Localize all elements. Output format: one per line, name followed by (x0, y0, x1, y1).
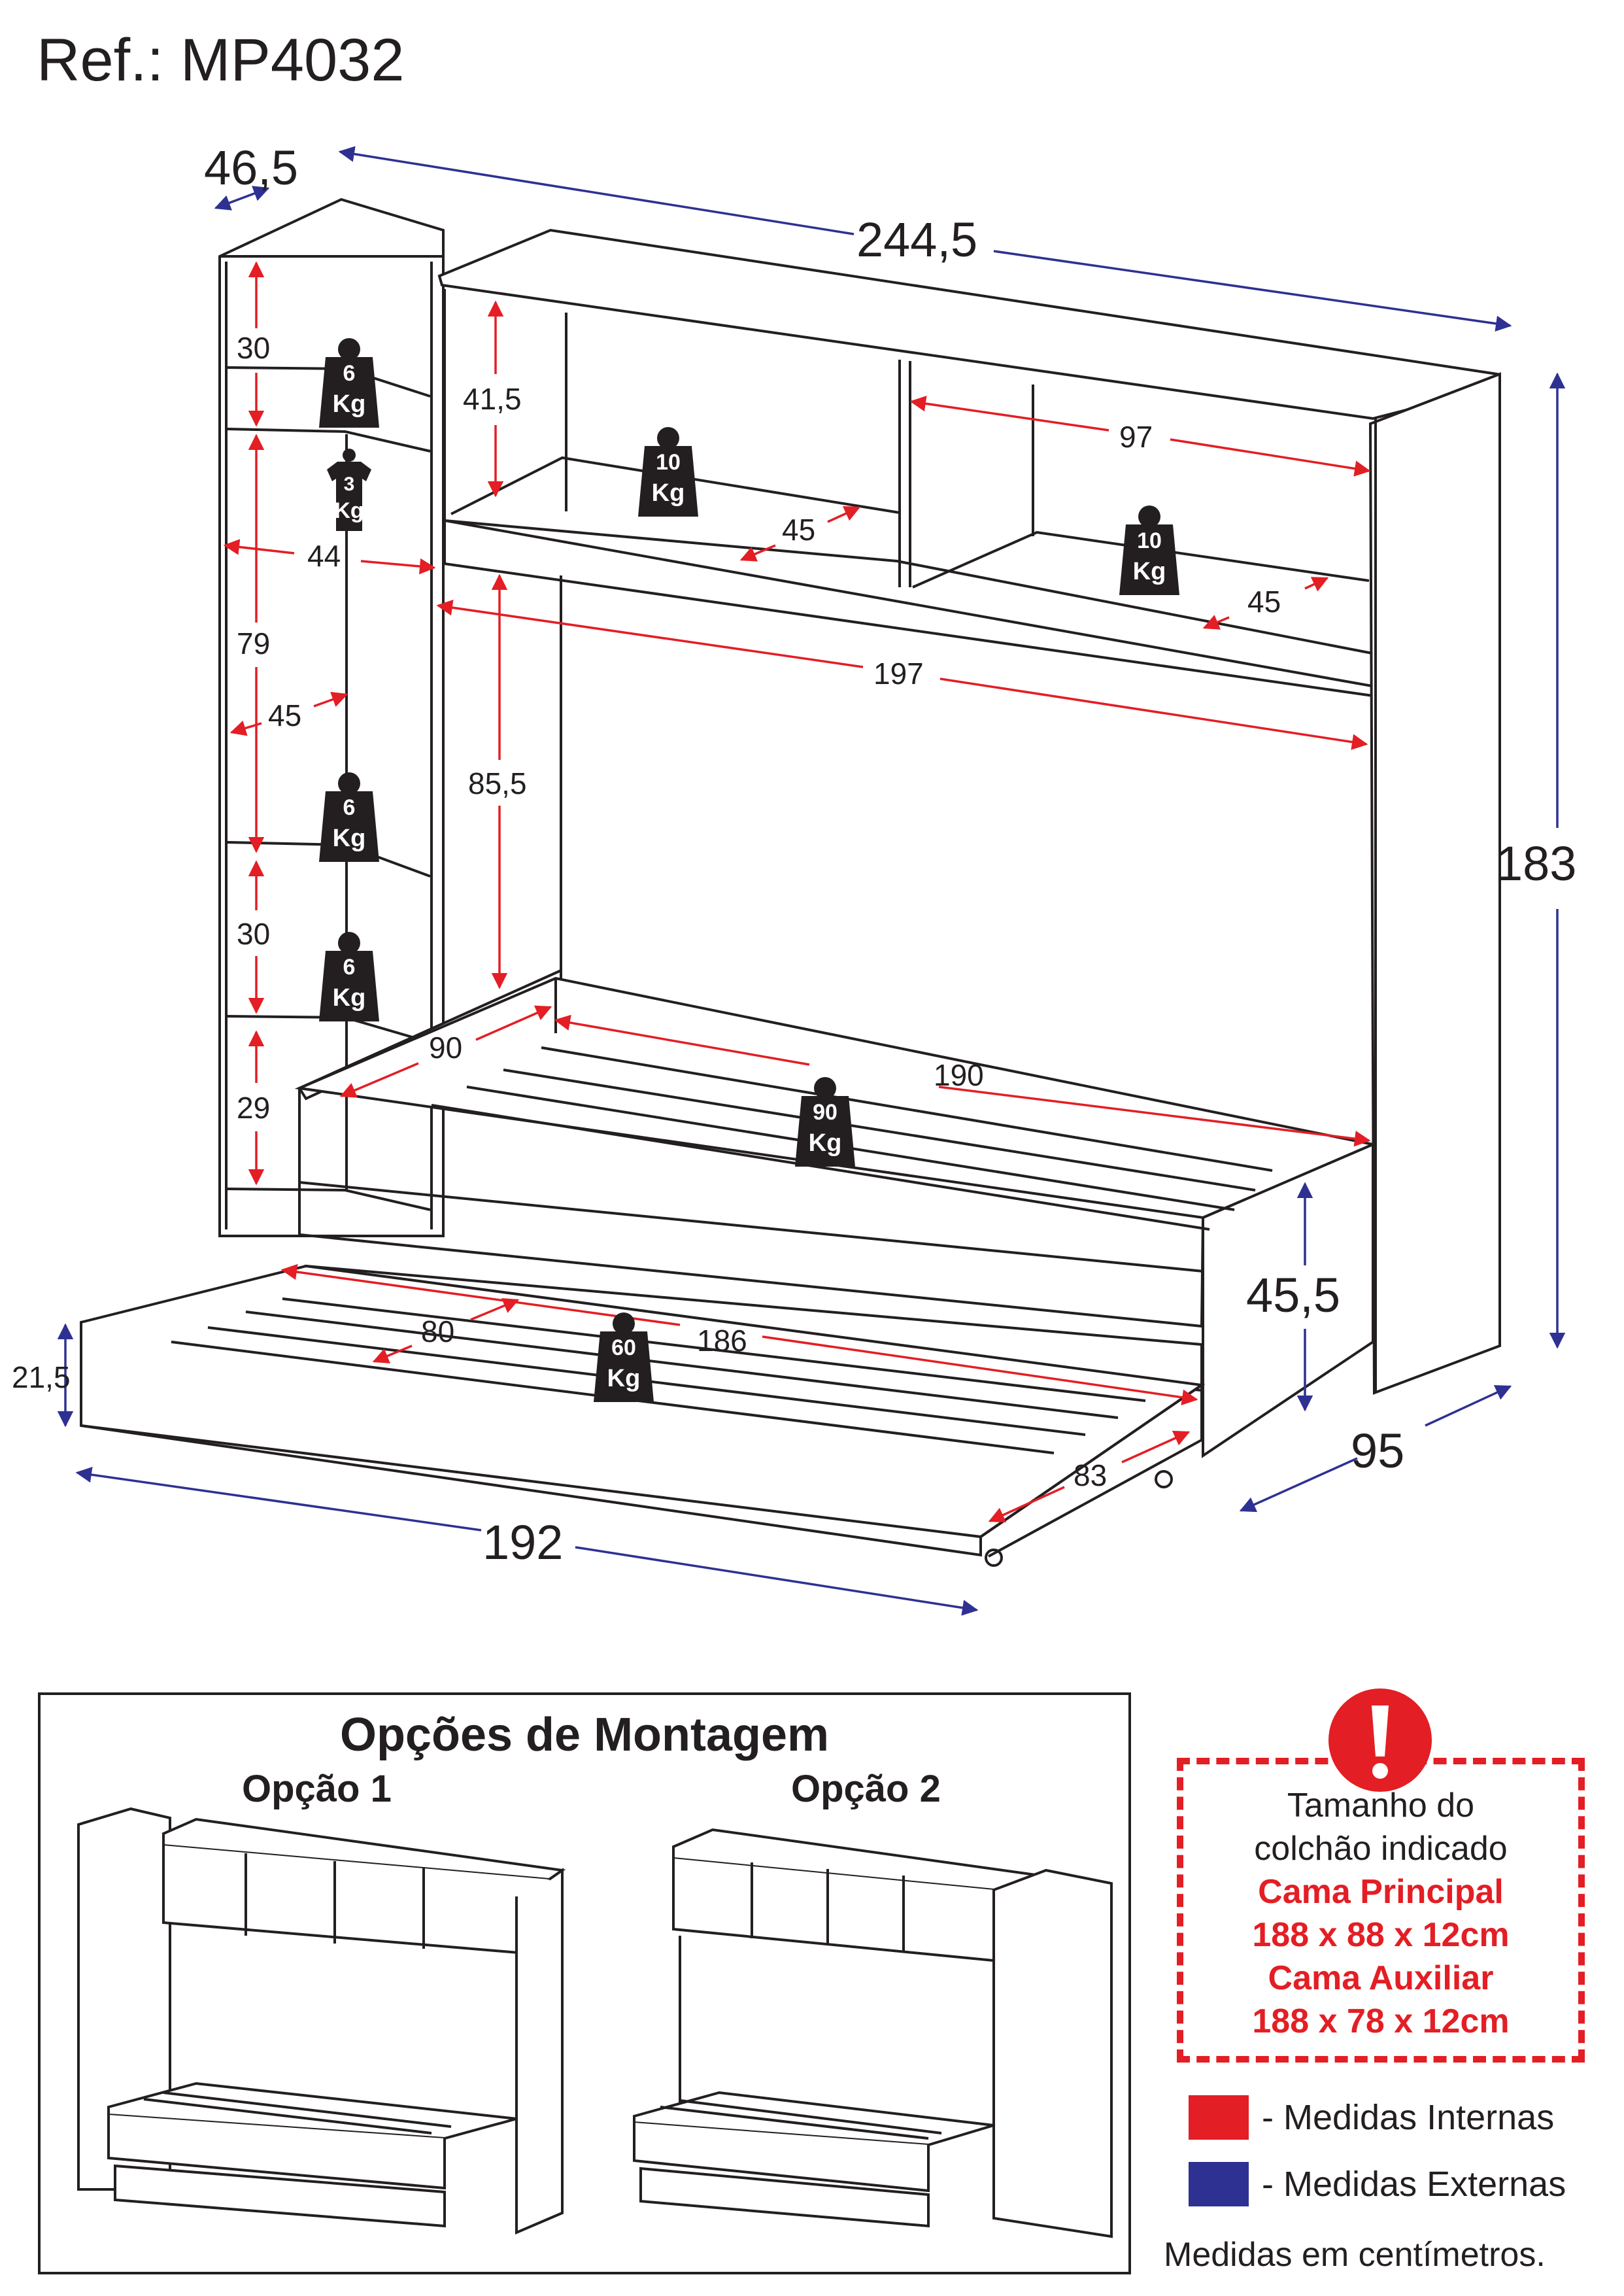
legend-external: - Medidas Externas (1189, 2162, 1566, 2206)
weight-value: 6 (343, 955, 356, 980)
hanger-weight-icon (327, 462, 371, 531)
weight-value: 3 (344, 473, 355, 495)
weight-unit: Kg (334, 498, 364, 523)
internal-color-swatch (1189, 2095, 1249, 2140)
aux-bed-label: Cama Auxiliar (1268, 1959, 1494, 1997)
bed-clear-height-label: 85,5 (468, 766, 527, 800)
top-niche-depth-2-label: 45 (1247, 585, 1281, 619)
depth-total-label: 95 (1351, 1424, 1404, 1478)
option-2-label: Opção 2 (791, 1768, 941, 1810)
bed-clear-width-label: 197 (873, 657, 924, 691)
external-color-swatch (1189, 2162, 1249, 2206)
main-bed-size: 188 x 88 x 12cm (1252, 1916, 1510, 1954)
trundle-height-label: 21,5 (12, 1360, 71, 1394)
main-furniture-outline (80, 197, 1501, 1567)
weight-unit: Kg (652, 479, 685, 507)
main-bed-label: Cama Principal (1258, 1873, 1504, 1911)
legend-internal: - Medidas Internas (1189, 2095, 1554, 2140)
notice-line-1: Tamanho do (1287, 1787, 1475, 1825)
weight-unit: Kg (809, 1129, 842, 1157)
external-dimension-lines (57, 146, 1566, 1616)
left-width-label: 44 (307, 539, 341, 573)
depth-top-label: 46,5 (204, 141, 298, 195)
bed-height-label: 45,5 (1246, 1268, 1340, 1322)
legend-external-label: - Medidas Externas (1262, 2165, 1566, 2204)
weight-value: 10 (656, 450, 681, 475)
bed-length-label: 190 (934, 1058, 984, 1092)
trundle-length-label: 186 (697, 1324, 747, 1358)
weight-unit: Kg (607, 1365, 641, 1392)
height-total-label: 183 (1496, 836, 1576, 891)
bed-width-label: 90 (429, 1031, 462, 1065)
option-1-illustration (77, 1807, 566, 2235)
mattress-size-notice: Tamanho do colchão indicado Cama Princip… (1177, 1758, 1585, 2063)
aux-bed-size: 188 x 78 x 12cm (1252, 2002, 1510, 2040)
top-niche-width-label: 97 (1119, 420, 1153, 454)
left-top-niche-label: 30 (237, 331, 270, 365)
weight-value: 6 (343, 361, 356, 386)
top-niche-height-label: 41,5 (463, 382, 522, 416)
top-niche-depth-1-label: 45 (782, 513, 815, 547)
weight-value: 10 (1137, 528, 1162, 553)
weight-icons (319, 338, 1179, 1402)
weight-unit: Kg (333, 390, 366, 418)
width-total-label: 244,5 (856, 213, 977, 267)
options-title: Opções de Montagem (339, 1709, 830, 1761)
dimension-labels: 46,5 244,5 183 45,5 95 192 21,5 30 79 44… (12, 141, 1576, 1569)
trundle-inner-width-label: 80 (421, 1314, 454, 1348)
option-2-illustration (633, 1828, 1113, 2238)
reference-code: Ref.: MP4032 (37, 27, 405, 94)
left-depth-label: 45 (268, 698, 301, 732)
trundle-depth-label: 83 (1074, 1458, 1107, 1492)
warning-icon (1328, 1688, 1432, 1792)
weight-unit: Kg (333, 825, 366, 852)
weight-unit: Kg (1133, 558, 1166, 585)
option-1-label: Opção 1 (242, 1768, 392, 1810)
left-mid-niche-label: 30 (237, 917, 270, 951)
internal-dimension-lines (223, 261, 1371, 1522)
weight-value: 90 (813, 1100, 837, 1125)
weight-value: 60 (611, 1335, 636, 1360)
assembly-options-panel: Opções de Montagem Opção 1 Opção 2 (38, 1692, 1131, 2274)
trundle-width-label: 192 (482, 1515, 563, 1569)
units-note: Medidas em centímetros. (1164, 2236, 1546, 2274)
left-low-niche-label: 29 (237, 1091, 270, 1125)
hanging-height-label: 79 (237, 626, 270, 660)
weight-labels: 6 Kg 3 Kg 10 Kg 10 Kg 6 Kg 6 Kg 90 Kg 60… (333, 361, 1166, 1392)
notice-line-2: colchão indicado (1254, 1830, 1508, 1868)
weight-unit: Kg (333, 984, 366, 1012)
weight-value: 6 (343, 795, 356, 820)
legend-internal-label: - Medidas Internas (1262, 2098, 1555, 2137)
